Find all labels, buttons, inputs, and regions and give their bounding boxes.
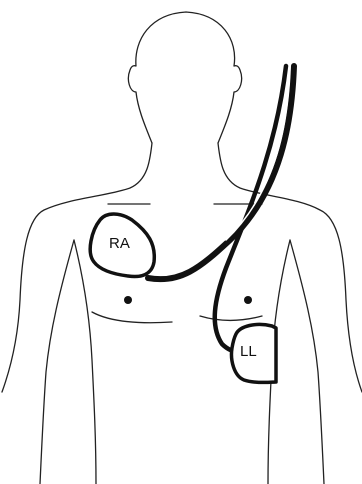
electrode-ll-label: LL	[240, 343, 257, 360]
right-arm-inner	[290, 240, 324, 484]
left-arm-inner	[40, 240, 74, 484]
electrode-cable	[148, 66, 294, 352]
pectoral-line-left	[92, 312, 172, 323]
electrode-ra: RA	[90, 214, 154, 276]
nipple-left-side	[244, 296, 252, 304]
pectoral-line-right	[200, 316, 262, 321]
left-side-body	[74, 240, 96, 484]
electrode-ll: LL	[232, 324, 277, 382]
electrode-ra-label: RA	[109, 235, 130, 252]
head-outline	[128, 12, 241, 143]
nipple-right-side	[124, 296, 132, 304]
